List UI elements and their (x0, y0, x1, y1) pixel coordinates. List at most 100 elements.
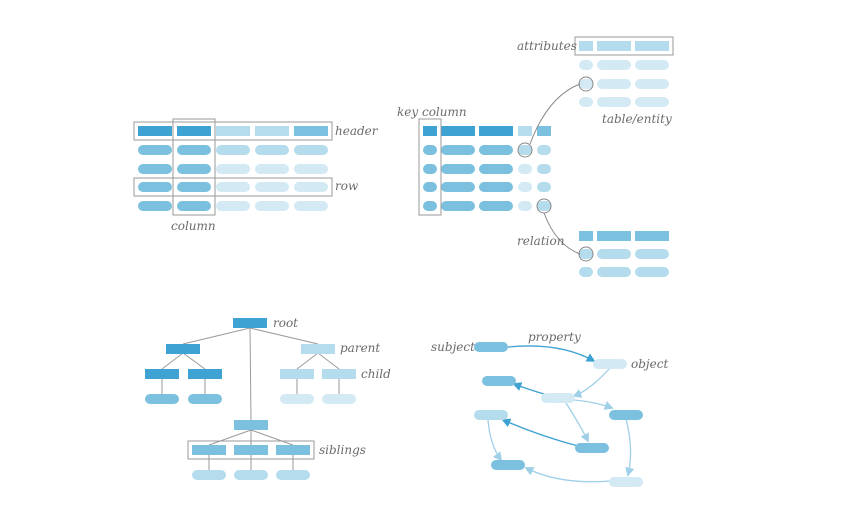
tree-child-node (322, 369, 356, 379)
graph-edge (572, 367, 611, 398)
relation-header-cell (597, 231, 631, 241)
table-diagram: header row column (133, 118, 379, 233)
subject-node (474, 342, 508, 352)
attribute-cell (579, 60, 593, 70)
entity-cell (423, 201, 437, 211)
relation-cell (579, 267, 593, 277)
graph-edge (565, 402, 589, 443)
entity-cell (441, 201, 475, 211)
object-node (593, 359, 627, 369)
table-cell (216, 145, 250, 155)
tree-leaf-node (322, 394, 356, 404)
table-header-cell (216, 126, 250, 136)
siblings-highlight-frame (187, 440, 315, 460)
graph-node (474, 410, 508, 420)
entity-cell (441, 182, 475, 192)
relation-cell (635, 267, 669, 277)
table-header-cell (138, 126, 172, 136)
table-cell (177, 164, 211, 174)
entity-table (418, 118, 552, 216)
table-cell (255, 164, 289, 174)
entity-header-cell (537, 126, 551, 136)
entity-cell (423, 164, 437, 174)
relation-label: relation (517, 234, 564, 248)
property-edge (507, 345, 596, 362)
relation-connector (543, 212, 581, 255)
table-cell (255, 145, 289, 155)
relation-cell (635, 249, 669, 259)
tree-leaf-node (234, 470, 268, 480)
relational-diagram: attributes table/entity key column relat… (397, 36, 674, 277)
entity-cell (537, 201, 551, 211)
attribute-cell (597, 97, 631, 107)
tree-root-node (233, 318, 267, 328)
relation-header-cell (635, 231, 669, 241)
entity-cell (479, 164, 513, 174)
tree-sibling-node (192, 445, 226, 455)
attribute-cell (635, 79, 669, 89)
column-highlight-frame (172, 118, 216, 216)
entity-cell (537, 164, 551, 174)
table-cell (216, 201, 250, 211)
graph-edge (573, 399, 614, 410)
tree-child-node (188, 369, 222, 379)
relation-cell (579, 249, 593, 259)
table-header-cell (294, 126, 328, 136)
key-column-label: key column (397, 105, 467, 119)
table-header-cell (177, 126, 211, 136)
table-cell (255, 201, 289, 211)
attributes-highlight-frame (574, 36, 674, 56)
table-cell (255, 182, 289, 192)
tree-leaf-node (188, 394, 222, 404)
graph-node (541, 393, 575, 403)
foreign-key-marker (517, 142, 533, 158)
entity-cell (479, 145, 513, 155)
siblings-label: siblings (319, 443, 366, 457)
graph-edge (625, 418, 635, 477)
table-cell (216, 164, 250, 174)
entity-header-cell (518, 126, 532, 136)
tree-edges (161, 327, 340, 470)
relation-cell (597, 249, 631, 259)
attribute-cell (597, 79, 631, 89)
object-label: object (631, 357, 668, 371)
tree-middle-node (234, 420, 268, 430)
property-label: property (528, 330, 581, 344)
tree-leaf-node (192, 470, 226, 480)
entity-cell (518, 182, 532, 192)
child-label: child (361, 367, 391, 381)
entity-cell (537, 182, 551, 192)
table-cell (294, 164, 328, 174)
header-highlight-frame (133, 121, 333, 141)
attribute-header-cell (579, 41, 593, 51)
column-label: column (171, 219, 216, 233)
graph-node (491, 460, 525, 470)
table-cell (216, 182, 250, 192)
entity-cell (441, 164, 475, 174)
relation-header-cell (579, 231, 593, 241)
entity-cell (423, 182, 437, 192)
graph-edge (524, 467, 611, 483)
entity-cell (441, 145, 475, 155)
tree-child-node (280, 369, 314, 379)
relation-table (578, 231, 669, 277)
entity-header-cell (441, 126, 475, 136)
entity-cell (518, 164, 532, 174)
table-cell (138, 201, 172, 211)
attribute-cell (579, 79, 593, 89)
tree-diagram: root parent child siblings (145, 316, 391, 480)
entity-cell (423, 145, 437, 155)
entity-cell (518, 201, 532, 211)
tree-leaf-node (276, 470, 310, 480)
row-highlight-frame (133, 177, 333, 197)
table-cell (294, 145, 328, 155)
tree-parent-node (166, 344, 200, 354)
tree-sibling-node (276, 445, 310, 455)
attribute-header-cell (597, 41, 631, 51)
entity-cell (479, 182, 513, 192)
table-header-cell (255, 126, 289, 136)
table-cell (138, 182, 172, 192)
tree-parent-node (301, 344, 335, 354)
